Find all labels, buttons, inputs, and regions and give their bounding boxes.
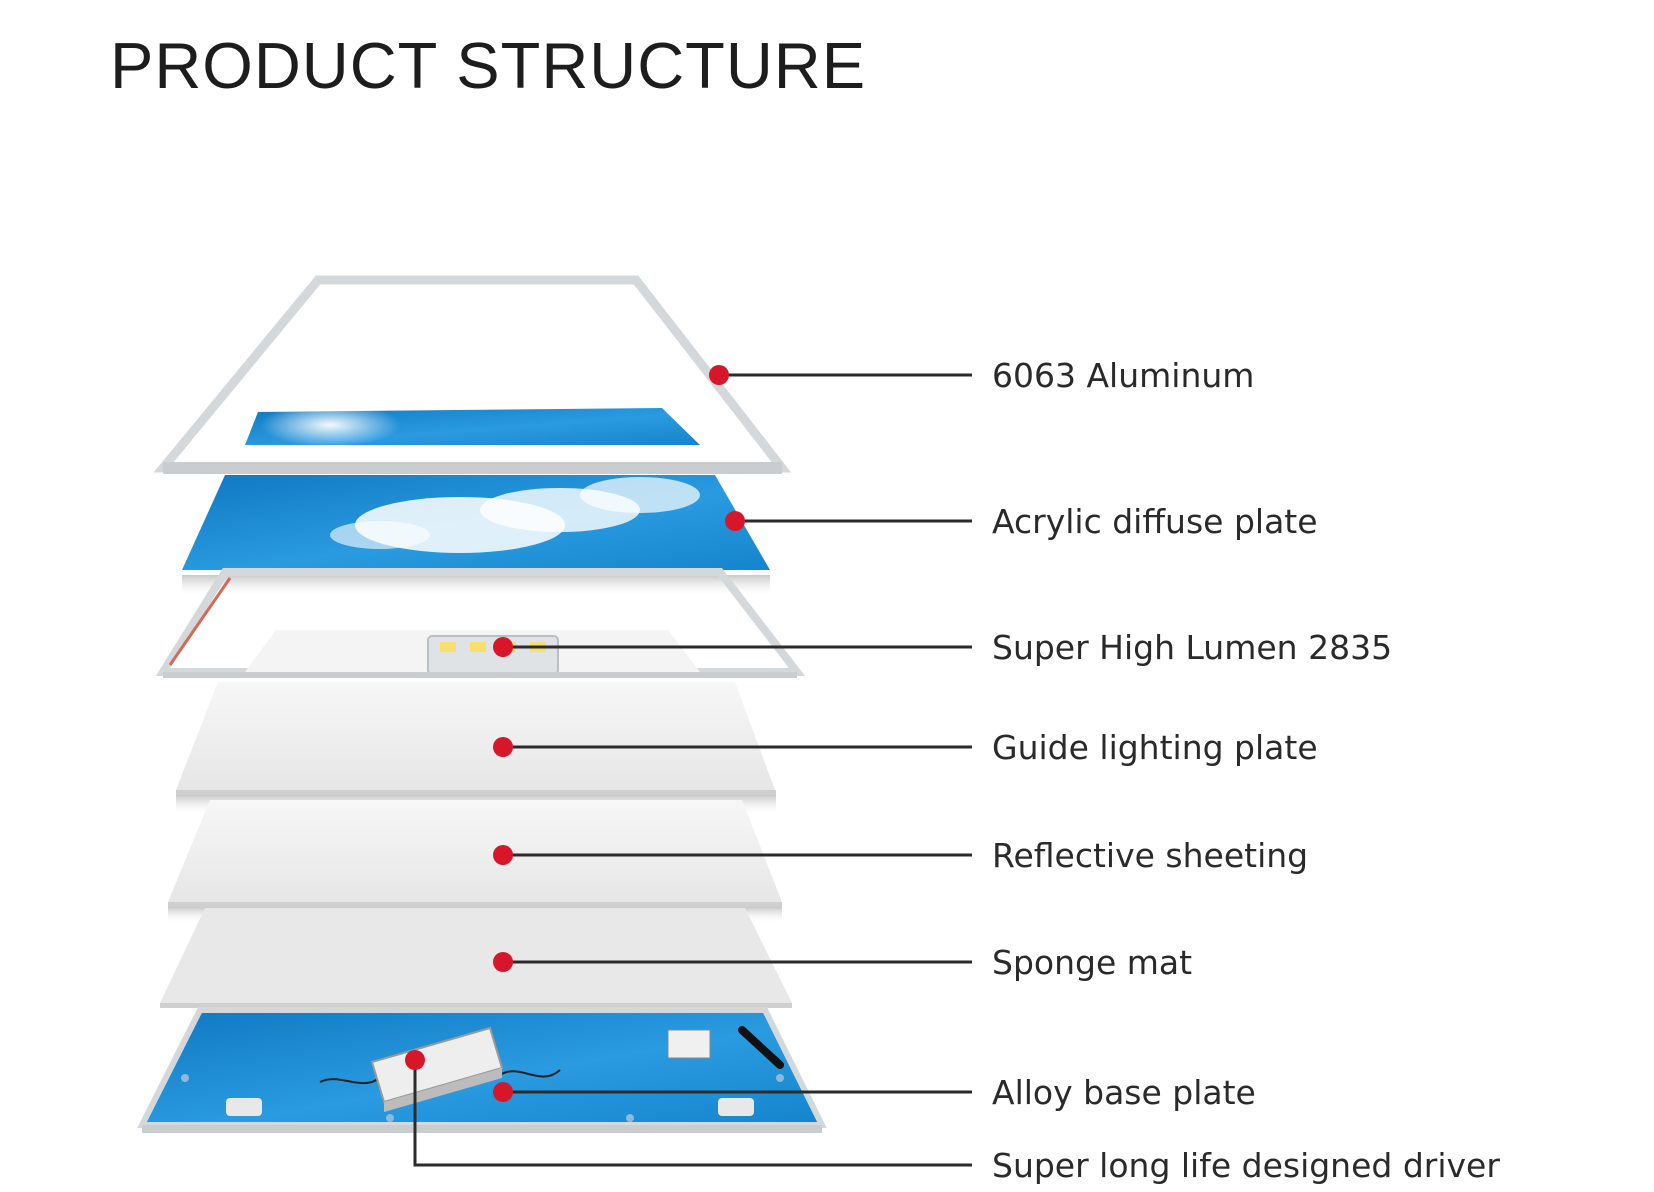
layer-sponge-mat bbox=[160, 908, 792, 1008]
layer-label: Acrylic diffuse plate bbox=[992, 502, 1318, 541]
layer-acrylic-diffuse-plate bbox=[182, 475, 770, 597]
callout-marker bbox=[493, 737, 513, 757]
layer-label: Reflective sheeting bbox=[992, 836, 1308, 875]
callout-marker bbox=[493, 637, 513, 657]
layer-label: Super long life designed driver bbox=[992, 1146, 1500, 1185]
callout-marker bbox=[493, 845, 513, 865]
callout-marker bbox=[405, 1050, 425, 1070]
callout-marker bbox=[709, 365, 729, 385]
layer-alloy-base-plate bbox=[142, 1010, 822, 1133]
callout-marker bbox=[493, 1082, 513, 1102]
layer-label: 6063 Aluminum bbox=[992, 356, 1254, 395]
layer-label: Alloy base plate bbox=[992, 1073, 1256, 1112]
callout-marker bbox=[725, 511, 745, 531]
led-strip bbox=[428, 636, 558, 674]
callout-marker bbox=[493, 952, 513, 972]
layer-reflective-sheeting bbox=[168, 800, 782, 923]
layer-label: Sponge mat bbox=[992, 943, 1192, 982]
layer-label: Super High Lumen 2835 bbox=[992, 628, 1392, 667]
layer-aluminum-frame bbox=[163, 280, 782, 474]
layer-label: Guide lighting plate bbox=[992, 728, 1318, 767]
